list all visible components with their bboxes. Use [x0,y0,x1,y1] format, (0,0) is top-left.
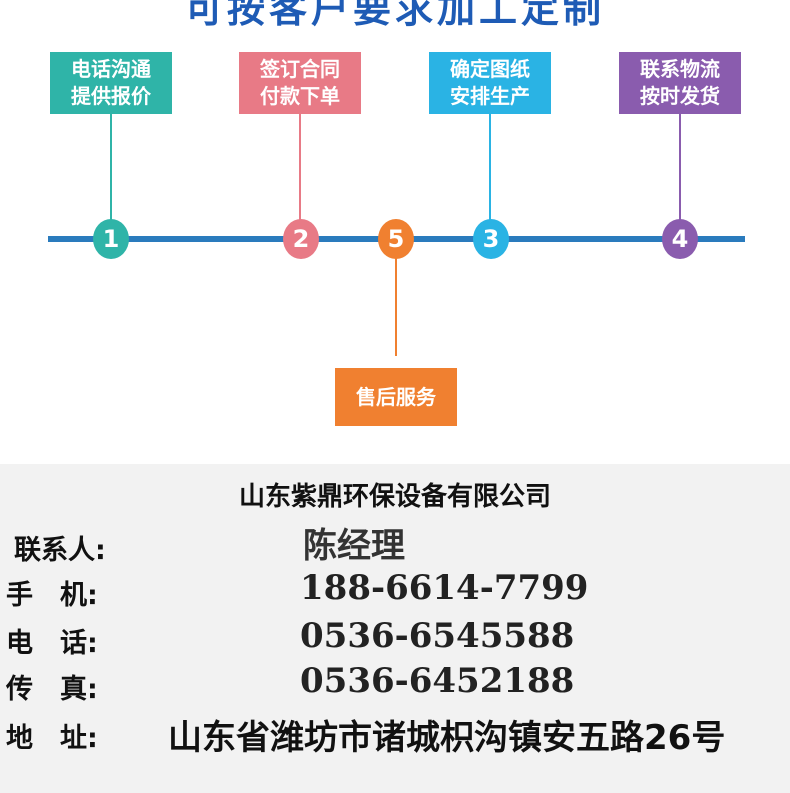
mobile-label: 手 机: [6,580,98,611]
connector-line-1 [110,114,112,220]
step-node-1: 1 [93,219,129,259]
step-line-2: 安排生产 [450,84,530,108]
connector-line-2 [299,114,301,220]
step-box-contract-payment: 签订合同 付款下单 [239,52,361,114]
page-headline: 可按客户要求加工定制 [184,0,605,31]
step-node-4: 4 [662,219,698,259]
step-line-2: 按时发货 [640,84,720,108]
address-label: 地 址: [6,723,98,754]
connector-line-4 [679,114,681,220]
mobile-number: 188-6614-7799 [300,568,589,608]
contact-person-label: 联系人: [14,535,106,566]
connector-line-3 [489,114,491,220]
step-box-contact-quote: 电话沟通 提供报价 [50,52,172,114]
company-name: 山东紫鼎环保设备有限公司 [238,482,551,512]
step-line-1: 确定图纸 [450,57,530,81]
step-node-5: 5 [378,219,414,259]
step-node-2: 2 [283,219,319,259]
fax-number: 0536-6452188 [300,661,575,701]
step-line-1: 电话沟通 [71,57,151,81]
contact-panel [0,464,790,793]
phone-number: 0536-6545588 [300,616,575,656]
after-sales-service-box: 售后服务 [335,368,457,426]
address-text: 山东省潍坊市诸城枳沟镇安五路26号 [168,718,726,758]
contact-person: 陈经理 [303,526,405,566]
step-line-2: 付款下单 [260,84,340,108]
step-box-drawing-production: 确定图纸 安排生产 [429,52,551,114]
step-box-logistics-shipping: 联系物流 按时发货 [619,52,741,114]
step-line-1: 签订合同 [260,57,340,81]
step-line-1: 联系物流 [640,57,720,81]
fax-label: 传 真: [6,674,98,705]
connector-line-5 [395,258,397,356]
step-node-3: 3 [473,219,509,259]
phone-label: 电 话: [6,628,98,659]
step-line-2: 提供报价 [71,84,151,108]
